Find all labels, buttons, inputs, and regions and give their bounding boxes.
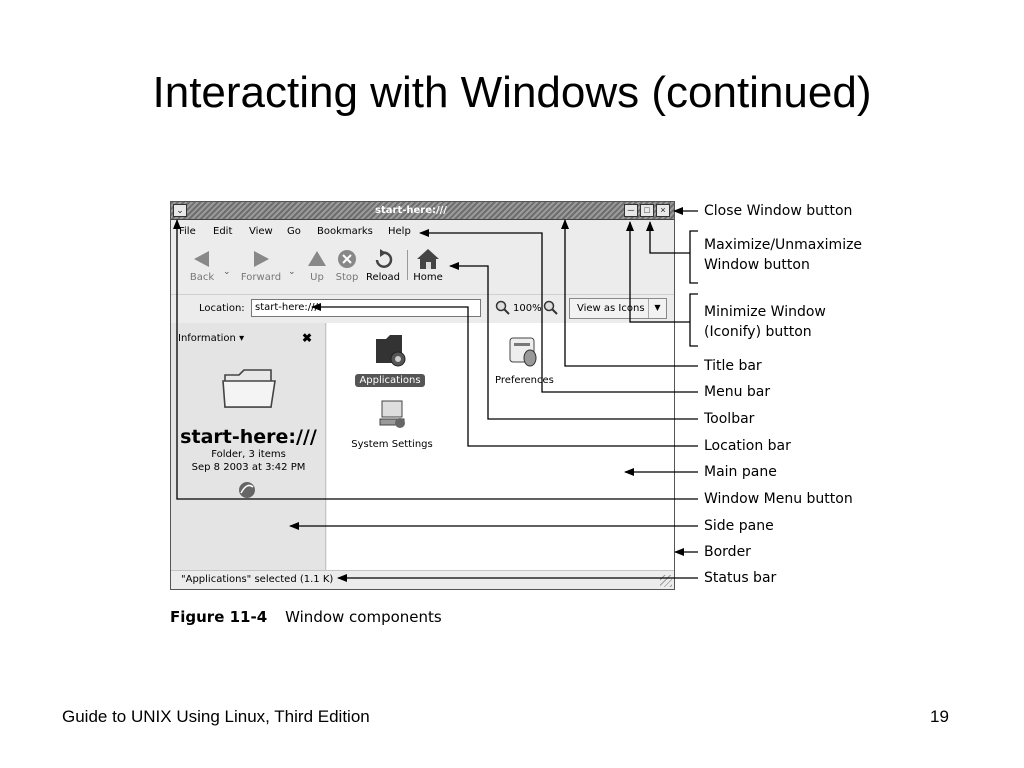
file-manager-window: ⌄ start-here:/// ─ □ × File Edit View Go… xyxy=(170,201,675,590)
location-detail-items: Folder, 3 items xyxy=(211,449,286,460)
callout-window-menu-button: Window Menu button xyxy=(704,491,853,507)
window-menu-button[interactable]: ⌄ xyxy=(173,204,187,217)
folder-icon xyxy=(222,369,276,408)
location-bar: Location: start-here:/// 100% View as Ic… xyxy=(171,294,674,322)
figure-caption: Figure 11-4 Window components xyxy=(170,608,442,626)
callout-location-bar: Location bar xyxy=(704,438,791,454)
system-settings-icon xyxy=(379,400,405,428)
window-title: start-here:/// xyxy=(375,205,447,216)
slide-title: Interacting with Windows (continued) xyxy=(152,68,872,117)
location-label: Location: xyxy=(199,303,245,314)
callout-menu-bar: Menu bar xyxy=(704,384,771,400)
icon-system-settings[interactable]: System Settings xyxy=(347,397,437,451)
zoom-out-icon[interactable] xyxy=(495,300,511,316)
chevron-down-icon: ⌄ xyxy=(176,205,184,215)
close-button[interactable]: × xyxy=(656,204,670,217)
dropdown-arrow-icon: ▼ xyxy=(648,299,666,318)
emblem-icon xyxy=(239,482,255,498)
location-detail-date: Sep 8 2003 at 3:42 PM xyxy=(191,462,306,473)
forward-button[interactable]: Forward xyxy=(237,246,285,283)
maximize-button[interactable]: □ xyxy=(640,204,654,217)
up-arrow-icon xyxy=(308,251,326,266)
callout-border: Border xyxy=(704,544,751,560)
callout-side-pane: Side pane xyxy=(704,518,774,534)
location-name: start-here:/// xyxy=(180,426,317,448)
back-history-chevron-icon[interactable]: ⌄ xyxy=(223,266,231,276)
toolbar-separator xyxy=(407,250,408,280)
home-icon xyxy=(417,249,439,269)
toolbar: Back ⌄ Forward ⌄ Up Stop Reload xyxy=(171,244,674,293)
close-icon: × xyxy=(660,205,666,215)
icon-applications[interactable]: Applications xyxy=(353,331,427,387)
page-number: 19 xyxy=(930,707,949,726)
figure-text: Window components xyxy=(285,608,442,626)
zoom-level[interactable]: 100% xyxy=(513,303,542,314)
status-text: "Applications" selected (1.1 K) xyxy=(181,574,334,585)
zoom-in-icon[interactable] xyxy=(543,300,559,316)
callout-main-pane: Main pane xyxy=(704,464,777,480)
menu-go[interactable]: Go xyxy=(287,226,301,237)
home-button[interactable]: Home xyxy=(411,246,445,283)
callout-toolbar: Toolbar xyxy=(704,411,755,427)
menu-help[interactable]: Help xyxy=(388,226,411,237)
footer-book-title: Guide to UNIX Using Linux, Third Edition xyxy=(62,707,370,726)
view-mode-select[interactable]: View as Icons ▼ xyxy=(569,298,667,319)
menu-bookmarks[interactable]: Bookmarks xyxy=(317,226,373,237)
reload-button[interactable]: Reload xyxy=(365,246,401,283)
title-bar[interactable]: ⌄ start-here:/// ─ □ × xyxy=(171,202,674,220)
minimize-icon: ─ xyxy=(627,205,635,215)
callout-title-bar: Title bar xyxy=(704,358,762,374)
preferences-icon xyxy=(509,337,537,367)
stop-icon xyxy=(338,250,356,268)
menu-view[interactable]: View xyxy=(249,226,273,237)
icon-preferences[interactable]: Preferences xyxy=(491,335,557,387)
minimize-button[interactable]: ─ xyxy=(624,204,638,217)
forward-history-chevron-icon[interactable]: ⌄ xyxy=(288,266,296,276)
applications-folder-icon xyxy=(376,335,406,367)
menu-file[interactable]: File xyxy=(179,226,196,237)
figure-number: Figure 11-4 xyxy=(170,608,268,626)
up-button[interactable]: Up xyxy=(304,246,330,283)
side-pane-selector[interactable]: Information ▾ xyxy=(178,333,245,344)
location-input[interactable]: start-here:/// xyxy=(251,299,481,317)
callout-status-bar: Status bar xyxy=(704,570,777,586)
maximize-icon: □ xyxy=(644,205,650,215)
side-pane: Information ▾ ✖ start-here:/// Folder, 3… xyxy=(171,323,326,570)
back-arrow-icon xyxy=(194,251,209,267)
stop-button[interactable]: Stop xyxy=(332,246,362,283)
side-pane-close-icon[interactable]: ✖ xyxy=(302,331,313,345)
menu-edit[interactable]: Edit xyxy=(213,226,233,237)
status-bar: "Applications" selected (1.1 K) xyxy=(171,570,674,589)
callout-minimize: Minimize Window (Iconify) button xyxy=(704,304,826,340)
menu-bar: File Edit View Go Bookmarks Help xyxy=(171,221,674,243)
forward-arrow-icon xyxy=(254,251,269,267)
callout-maximize: Maximize/Unmaximize Window button xyxy=(704,237,863,273)
reload-icon xyxy=(375,249,393,268)
back-button[interactable]: Back xyxy=(185,246,219,283)
callout-close-window: Close Window button xyxy=(704,203,853,219)
